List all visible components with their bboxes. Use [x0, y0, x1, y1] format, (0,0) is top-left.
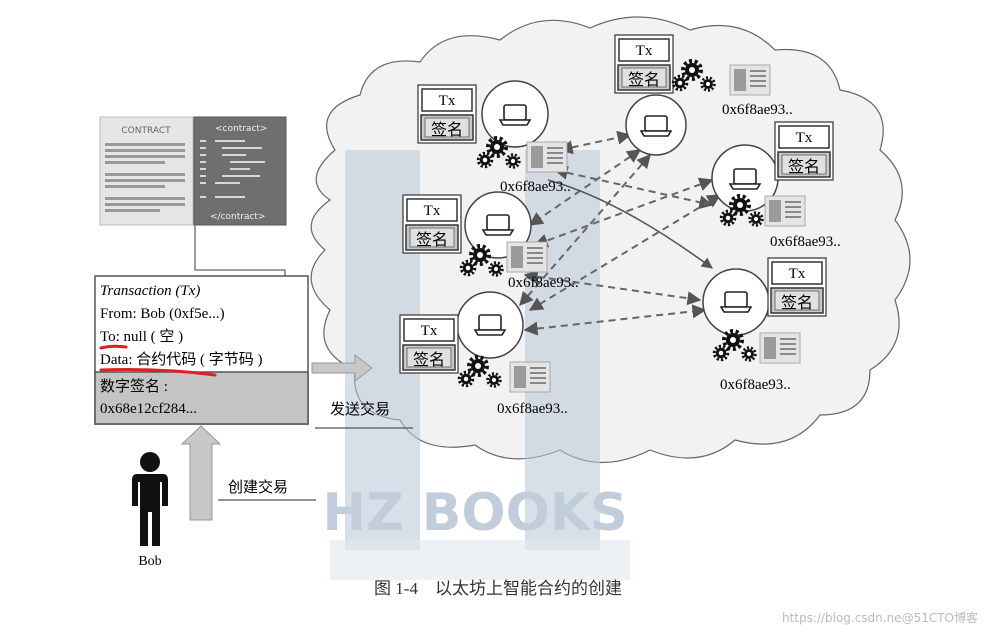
laptop-icon	[499, 104, 531, 126]
person-icon	[132, 452, 168, 546]
contract-code-close: </contract>	[210, 212, 266, 222]
transaction-title: Transaction (Tx)	[100, 283, 200, 299]
document-icon	[526, 141, 568, 173]
node-address: 0x6f8ae93..	[720, 377, 791, 393]
source-watermark: https://blog.csdn.ne@51CTO博客	[782, 610, 978, 625]
network-node: Tx 签名 0x6f8ae93..	[402, 191, 579, 291]
transaction-from: From: Bob (0xf5e...)	[100, 306, 225, 322]
sign-label: 签名	[416, 231, 448, 249]
network-node: Tx 签名 0x6f8ae93..	[399, 291, 568, 417]
watermark-text: HZ BOOKS	[322, 483, 627, 543]
figure-caption: 图 1-4 以太坊上智能合约的创建	[374, 579, 622, 598]
network-node: Tx 签名 0x6f8ae93..	[614, 34, 793, 156]
signature-label: 数字签名 :	[100, 378, 168, 395]
laptop-icon	[474, 314, 506, 336]
network-node: Tx 签名 0x6f8ae93..	[417, 80, 571, 195]
sign-label: 签名	[413, 351, 445, 369]
node-address: 0x6f8ae93..	[722, 102, 793, 118]
laptop-icon	[720, 291, 752, 313]
tx-label: Tx	[789, 266, 806, 282]
contract-document: CONTRACT <contract> </contract>	[99, 116, 287, 226]
laptop-icon	[729, 168, 761, 190]
node-address: 0x6f8ae93..	[770, 234, 841, 250]
transaction-box: Transaction (Tx) From: Bob (0xf5e...) To…	[94, 275, 309, 425]
network-node: Tx 签名 0x6f8ae93..	[702, 257, 827, 393]
laptop-icon	[482, 214, 514, 236]
sign-label: 签名	[781, 294, 813, 312]
tx-label: Tx	[636, 43, 653, 59]
laptop-icon	[640, 115, 672, 137]
send-transaction-arrow: 发送交易	[311, 353, 413, 429]
document-icon	[509, 361, 551, 393]
signature-value: 0x68e12cf284...	[100, 401, 197, 417]
node-address: 0x6f8ae93..	[497, 401, 568, 417]
contract-header: CONTRACT	[121, 126, 171, 136]
node-address: 0x6f8ae93..	[500, 179, 571, 195]
sign-label: 签名	[788, 158, 820, 176]
tx-label: Tx	[421, 323, 438, 339]
tx-label: Tx	[424, 203, 441, 219]
network-connections	[519, 130, 722, 336]
document-icon	[729, 64, 771, 96]
document-icon	[759, 332, 801, 364]
node-address: 0x6f8ae93..	[508, 275, 579, 291]
create-transaction-arrow: 创建交易	[180, 425, 316, 521]
transaction-to: To: null ( 空 )	[100, 328, 183, 345]
contract-code-open: <contract>	[215, 124, 267, 134]
sign-label: 签名	[628, 71, 660, 89]
person-name: Bob	[138, 554, 161, 569]
sign-label: 签名	[431, 121, 463, 139]
send-transaction-label: 发送交易	[330, 400, 390, 418]
document-icon	[764, 195, 806, 227]
tx-label: Tx	[439, 93, 456, 109]
network-connection-solid	[547, 179, 713, 269]
create-transaction-label: 创建交易	[228, 478, 288, 496]
annotation-underline-to	[99, 344, 128, 350]
network-node: Tx 签名 0x6f8ae93..	[711, 121, 841, 250]
tx-label: Tx	[796, 130, 813, 146]
annotation-underline-data	[99, 368, 217, 377]
document-icon	[506, 241, 548, 273]
transaction-data: Data: 合约代码 ( 字节码 )	[100, 351, 262, 368]
